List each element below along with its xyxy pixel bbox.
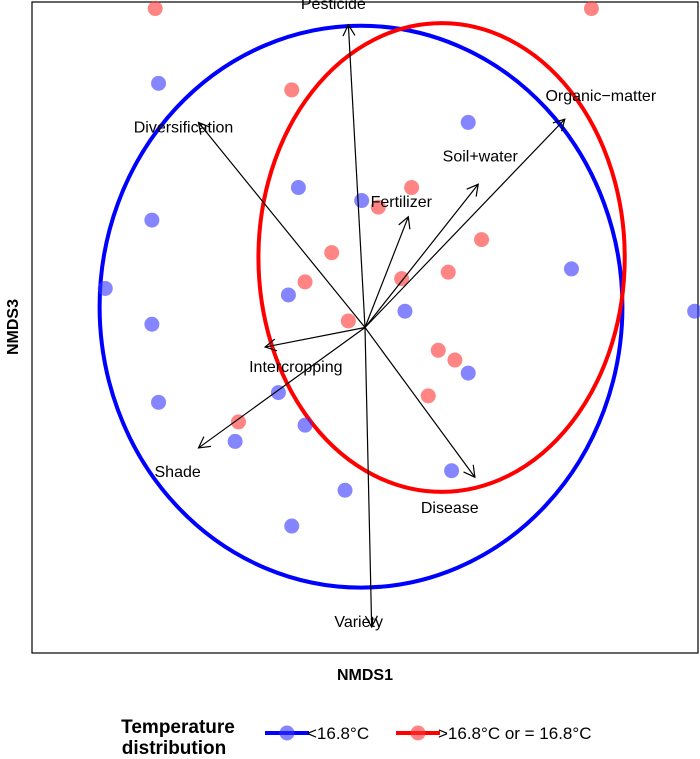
legend: Temperature distribution <16.8°C >16.8°C …	[121, 717, 591, 759]
vector-arrow-3	[364, 183, 479, 328]
vector-label-0: Pesticide	[301, 0, 366, 13]
point-series-1-11	[420, 388, 436, 404]
point-series-1-6	[474, 232, 490, 248]
point-series-0-2	[97, 280, 113, 296]
point-series-0-6	[280, 287, 296, 303]
point-series-0-4	[151, 394, 167, 410]
vector-label-2: Diversification	[134, 119, 234, 136]
point-series-1-9	[447, 352, 463, 368]
y-axis-title: NMDS3	[5, 299, 22, 355]
vector-arrow-8	[364, 327, 378, 629]
env-vectors	[197, 23, 566, 629]
point-series-0-5	[227, 433, 243, 449]
legend-entries: <16.8°C >16.8°C or = 16.8°C	[265, 724, 591, 743]
vector-label-3: Soil+water	[443, 148, 519, 165]
point-series-0-10	[354, 193, 370, 209]
point-series-0-8	[270, 385, 286, 401]
point-series-0-15	[284, 518, 300, 534]
point-series-0-17	[563, 261, 579, 277]
point-series-1-5	[404, 180, 420, 196]
legend-label-1: >16.8°C or = 16.8°C	[438, 724, 591, 743]
point-series-0-7	[297, 417, 313, 433]
legend-key-point-0	[279, 725, 295, 741]
point-series-1-12	[324, 245, 340, 261]
confidence-ellipses	[97, 21, 627, 590]
legend-key-point-1	[410, 725, 426, 741]
point-series-1-7	[440, 264, 456, 280]
vector-label-8: Variety	[334, 614, 383, 631]
point-series-0-18	[687, 303, 700, 319]
vector-arrow-5	[263, 326, 366, 352]
sample-points	[97, 1, 700, 534]
point-series-1-10	[230, 414, 246, 430]
point-series-0-1	[144, 212, 160, 228]
point-series-0-14	[337, 482, 353, 498]
x-axis-title: NMDS1	[337, 667, 393, 684]
point-series-0-3	[144, 316, 160, 332]
point-series-1-0	[147, 1, 163, 17]
legend-title-line2: distribution	[122, 738, 226, 759]
point-series-0-12	[460, 365, 476, 381]
vector-arrow-7	[364, 327, 476, 479]
vector-arrow-1	[364, 118, 566, 328]
point-series-0-9	[290, 180, 306, 196]
vector-arrow-6	[197, 327, 366, 449]
point-series-1-1	[583, 1, 599, 17]
point-series-1-3	[297, 274, 313, 290]
point-series-1-8	[430, 342, 446, 358]
ellipse-series-1	[256, 21, 627, 494]
vector-label-7: Disease	[421, 500, 479, 517]
point-series-0-16	[460, 114, 476, 130]
vector-labels: PesticideOrganic−matterDiversificationSo…	[134, 0, 657, 631]
point-series-1-14	[340, 313, 356, 329]
point-series-1-13	[370, 199, 386, 215]
vector-label-4: Fertilizer	[371, 194, 433, 211]
point-series-0-11	[397, 303, 413, 319]
point-series-0-0	[151, 75, 167, 91]
vector-arrow-0	[342, 23, 366, 328]
vector-label-6: Shade	[155, 464, 201, 481]
legend-label-0: <16.8°C	[307, 724, 369, 743]
vector-label-5: Intercropping	[249, 359, 342, 376]
vector-arrow-4	[364, 215, 411, 328]
point-series-0-13	[444, 463, 460, 479]
vector-label-1: Organic−matter	[545, 88, 656, 105]
point-series-1-4	[394, 271, 410, 287]
legend-title-line1: Temperature	[121, 717, 235, 738]
point-series-1-2	[284, 82, 300, 98]
vector-arrow-2	[197, 121, 366, 328]
